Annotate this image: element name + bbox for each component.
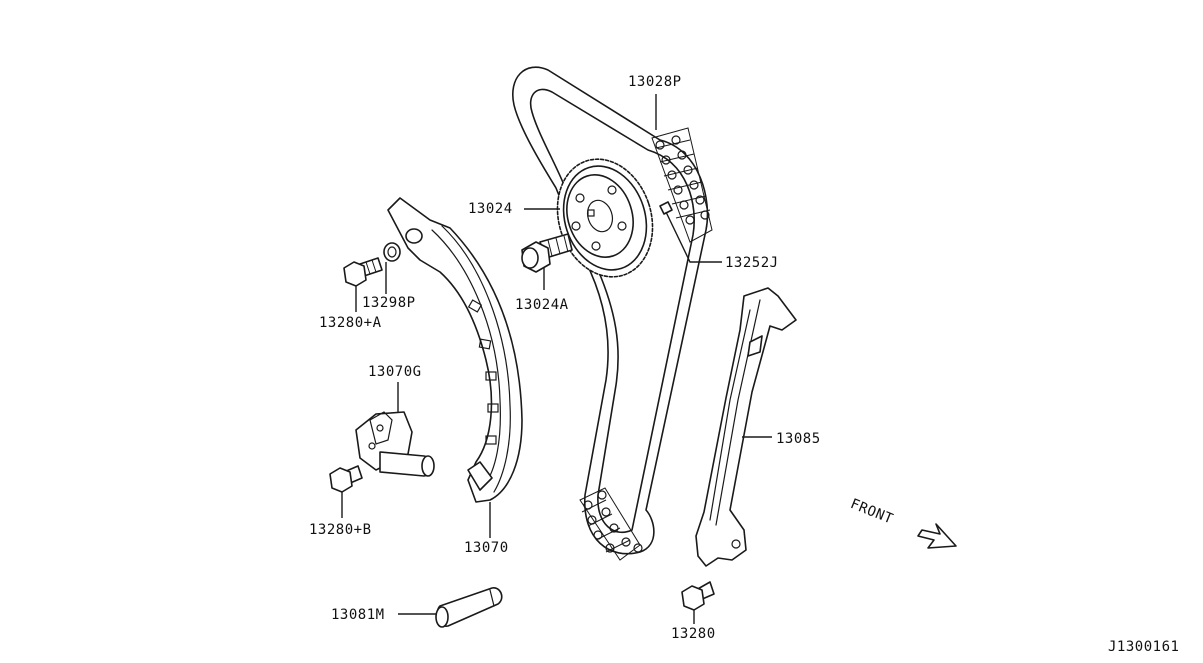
label-timing-chain: 13028P bbox=[628, 74, 682, 90]
dowel-pin bbox=[659, 201, 673, 215]
label-tension-guide: 13070 bbox=[464, 540, 509, 556]
label-slack-guide: 13085 bbox=[776, 431, 821, 447]
guide-bolt-a bbox=[343, 257, 383, 287]
tension-guide bbox=[387, 197, 523, 503]
front-arrow-icon bbox=[917, 523, 957, 549]
label-camshaft-sprocket: 13024 bbox=[468, 201, 513, 217]
label-washer: 13298P bbox=[362, 295, 416, 311]
diagram-code: J1300161 bbox=[1108, 639, 1180, 655]
timing-chain bbox=[512, 66, 713, 561]
guide-bolt bbox=[681, 581, 715, 611]
label-guide-bolt: 13280 bbox=[671, 626, 716, 642]
pin bbox=[435, 587, 503, 628]
label-guide-bolt-a: 13280+A bbox=[319, 315, 382, 331]
label-pin: 13081M bbox=[331, 607, 385, 623]
label-chain-tensioner: 13070G bbox=[368, 364, 422, 380]
washer bbox=[383, 242, 401, 262]
leader-lines bbox=[341, 94, 772, 624]
chain-tensioner bbox=[355, 411, 435, 477]
sprocket-bolt bbox=[521, 233, 573, 273]
camshaft-sprocket bbox=[556, 158, 654, 278]
label-sprocket-bolt: 13024A bbox=[515, 297, 569, 313]
tensioner-bolt-b bbox=[329, 465, 363, 493]
chain-link-circles-bottom bbox=[583, 490, 643, 553]
slack-guide bbox=[695, 287, 797, 567]
label-dowel-pin: 13252J bbox=[725, 255, 779, 271]
label-tensioner-bolt-b: 13280+B bbox=[309, 522, 372, 538]
chain-link-circles-top bbox=[655, 135, 710, 225]
